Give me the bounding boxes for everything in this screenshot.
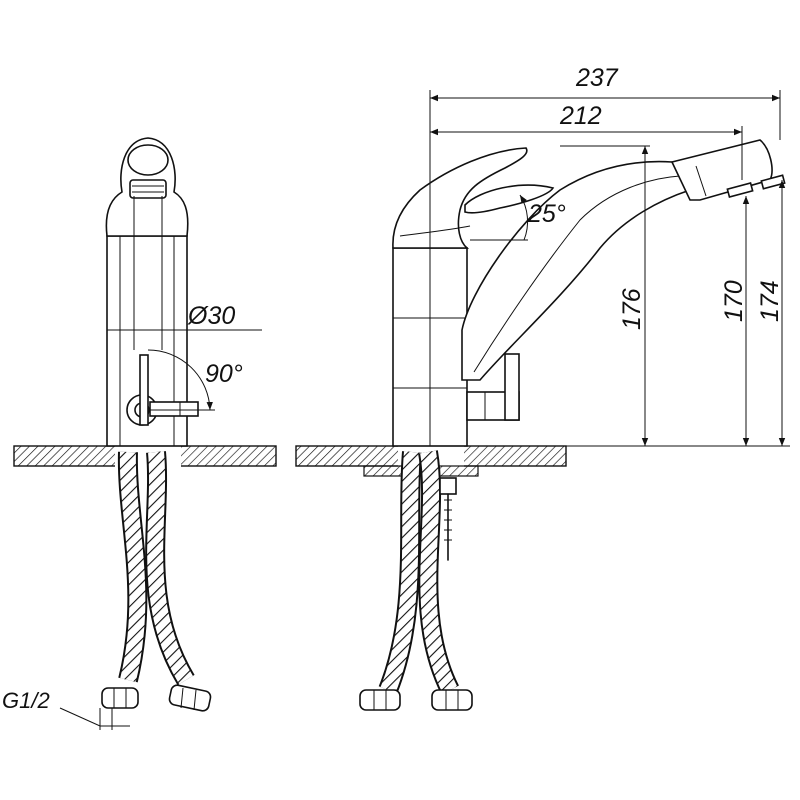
side-view [295, 90, 790, 711]
fitting-right [168, 684, 212, 712]
mounting-rod [439, 477, 457, 561]
dim-170: 170 [720, 280, 748, 322]
dim-diameter: Ø30 [187, 302, 235, 330]
dim-237: 237 [575, 64, 619, 92]
dim-176: 176 [618, 288, 646, 330]
spray-head [670, 139, 773, 201]
fitting-side-left [359, 689, 401, 711]
fitting-side-right [431, 689, 473, 711]
dim-thread: G1/2 [2, 688, 50, 713]
lever-front [105, 137, 189, 237]
fitting-left [101, 687, 139, 709]
lever-side [392, 147, 528, 249]
dim-174: 174 [756, 280, 784, 322]
front-view [13, 137, 277, 730]
dim-spout-tilt: 25° [527, 200, 566, 228]
dim-lever-angle: 90° [205, 360, 243, 388]
dim-212: 212 [559, 102, 602, 130]
